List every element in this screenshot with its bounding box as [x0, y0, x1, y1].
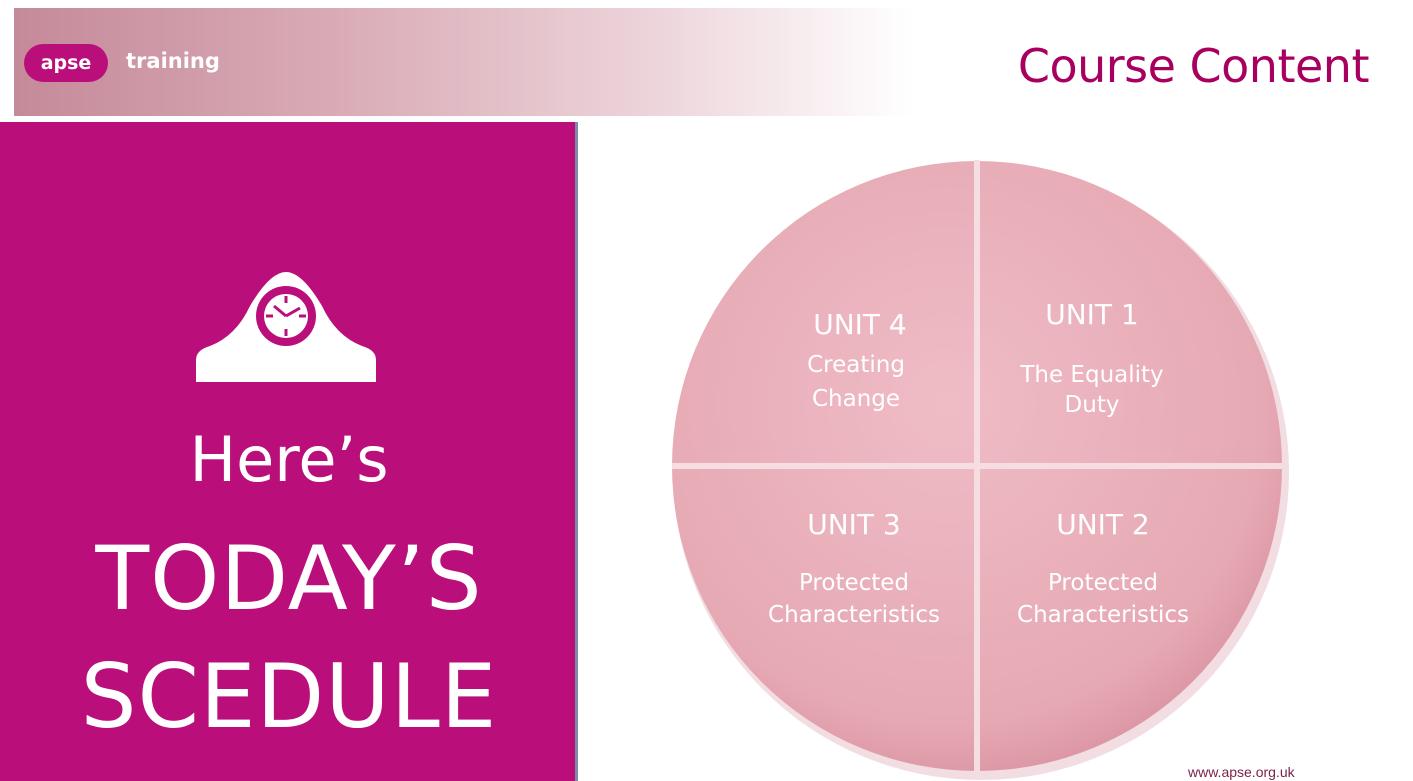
unit-4-desc-line-1: Creating [807, 352, 905, 378]
apse-logo: apse [24, 44, 108, 82]
panel-heading-line-2: TODAY’S [95, 527, 483, 630]
schedule-panel: Here’s TODAY’S SCEDULE [0, 122, 578, 781]
unit-4-desc-line-2: Change [812, 386, 900, 412]
schedule-wheel: UNIT 4 Creating Change UNIT 1 The Equali… [672, 160, 1289, 780]
header-band [14, 8, 914, 116]
unit-3-desc-line-1: Protected [799, 570, 909, 596]
panel-heading-line-3: SCEDULE [80, 645, 498, 748]
unit-2-desc-line-2: Characteristics [1017, 602, 1189, 628]
website-link[interactable]: www.apse.org.uk [1188, 764, 1295, 780]
unit-1-title: UNIT 1 [1045, 298, 1139, 331]
page-title: Course Content [1017, 39, 1370, 93]
panel-heading-line-1: Here’s [189, 423, 389, 496]
unit-2-title: UNIT 2 [1056, 508, 1150, 541]
unit-4-title: UNIT 4 [813, 308, 907, 341]
unit-3-title: UNIT 3 [807, 508, 901, 541]
brand-name: training [126, 49, 220, 73]
unit-1-desc-line-1: The Equality [1019, 362, 1163, 388]
mantel-clock-icon [196, 272, 376, 382]
unit-3-desc-line-2: Characteristics [768, 602, 940, 628]
unit-2-desc-line-1: Protected [1048, 570, 1158, 596]
unit-1-desc-line-2: Duty [1065, 392, 1120, 418]
